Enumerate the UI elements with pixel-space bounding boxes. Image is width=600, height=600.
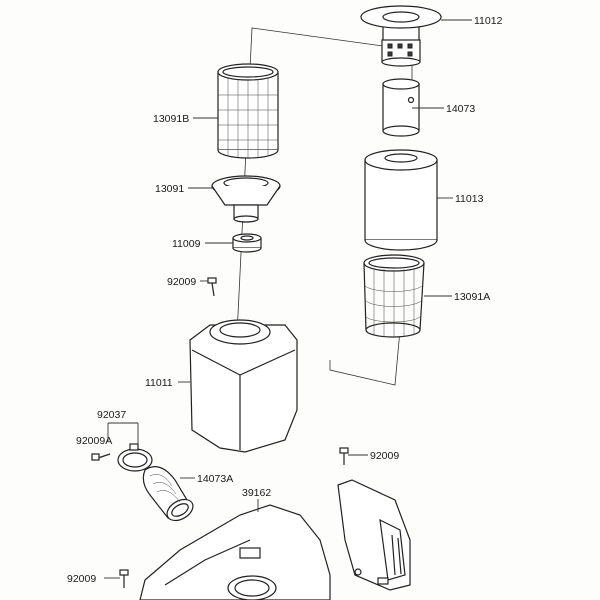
part-labels: 11012 14073 11013 13091A 13091B 13091 11… xyxy=(67,15,503,585)
label-92009A: 92009A xyxy=(76,435,112,447)
part-13091-base xyxy=(211,175,281,223)
label-14073: 14073 xyxy=(446,103,475,115)
label-92009-bottom: 92009 xyxy=(67,573,96,585)
label-92009-mid: 92009 xyxy=(370,450,399,462)
part-92009-screw-mid xyxy=(339,447,349,465)
label-13091: 13091 xyxy=(155,183,184,195)
part-14073-sleeve xyxy=(382,78,420,137)
label-39162: 39162 xyxy=(242,487,271,499)
part-11012-cap xyxy=(360,5,442,67)
part-14073A-duct xyxy=(142,466,194,522)
leader-lines xyxy=(104,19,472,579)
part-11013-element xyxy=(364,149,438,251)
label-11009: 11009 xyxy=(172,238,201,250)
part-11009-gasket xyxy=(232,233,262,253)
label-92037: 92037 xyxy=(97,409,126,421)
part-11011-air-box xyxy=(189,319,298,453)
part-92009-screw-bottom xyxy=(119,569,129,588)
part-39162-cover xyxy=(139,504,331,600)
part-92009-screw-top xyxy=(207,277,217,297)
label-13091A: 13091A xyxy=(454,291,490,303)
part-92009A-screw xyxy=(91,453,111,461)
label-14073A: 14073A xyxy=(197,473,233,485)
part-92037-clamp xyxy=(117,443,153,472)
part-13091B-screen xyxy=(217,63,279,159)
bracket-right xyxy=(337,479,411,591)
label-11013: 11013 xyxy=(455,193,484,205)
label-11011: 11011 xyxy=(145,377,173,389)
label-11012: 11012 xyxy=(474,15,503,27)
label-13091B: 13091B xyxy=(153,113,189,125)
part-13091A-cage xyxy=(363,254,425,338)
label-92009-top: 92009 xyxy=(167,276,196,288)
